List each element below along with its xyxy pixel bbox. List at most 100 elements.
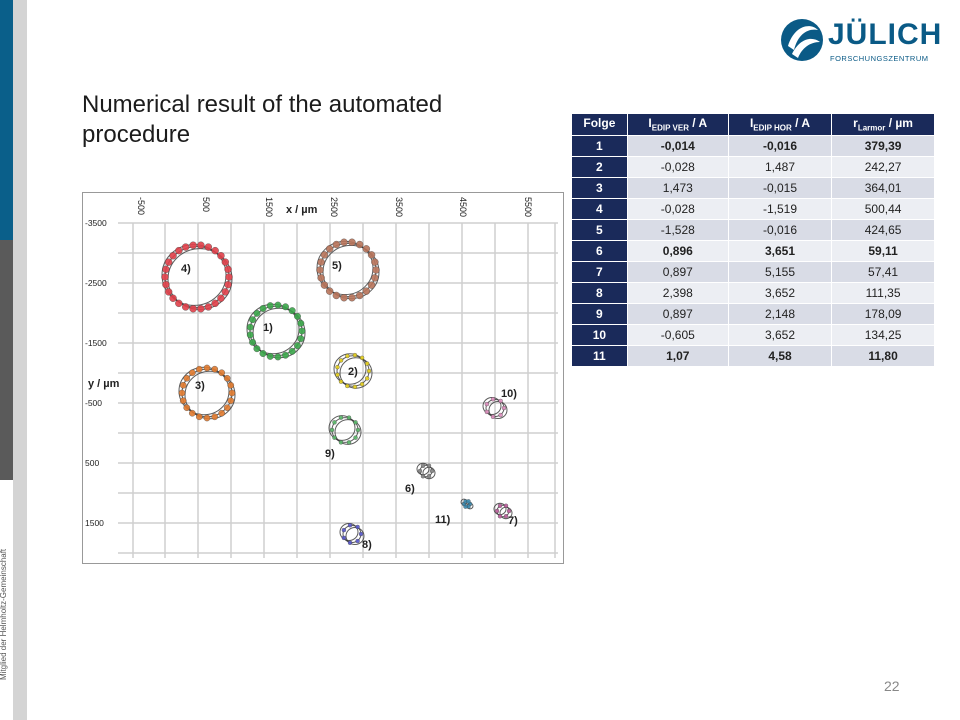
y-tick-label: 500 xyxy=(85,458,99,468)
x-tick-label: 500 xyxy=(201,197,211,212)
trajectory-point xyxy=(497,513,503,519)
x-tick-label: -500 xyxy=(136,197,146,215)
cluster-label: 8) xyxy=(362,539,372,551)
trajectory-point xyxy=(497,503,503,509)
value-cell: -0,016 xyxy=(727,219,833,241)
trajectory-point xyxy=(195,413,203,421)
header-subscript: Larmor xyxy=(857,123,886,133)
value-cell: 0,897 xyxy=(626,303,729,325)
value-cell: 2,148 xyxy=(727,303,833,325)
y-tick-label: 1500 xyxy=(85,518,104,528)
value-cell: -0,016 xyxy=(727,135,833,157)
trajectory-point xyxy=(348,238,356,246)
value-cell: 379,39 xyxy=(831,135,935,157)
trajectory-point xyxy=(362,245,371,253)
trajectory-point xyxy=(371,274,379,282)
y-tick-label: -3500 xyxy=(85,218,107,228)
trajectory-ring xyxy=(333,353,367,385)
trajectory-point xyxy=(347,540,353,545)
row-index-cell: 3 xyxy=(571,177,628,199)
trajectory-point xyxy=(341,535,347,541)
trajectory-point xyxy=(217,252,225,260)
cluster-label: 3) xyxy=(195,380,205,392)
trajectory-point xyxy=(188,369,196,377)
row-index-cell: 10 xyxy=(571,324,628,346)
left-side-bar xyxy=(0,0,27,720)
trajectory-point xyxy=(218,369,226,377)
trajectory-point xyxy=(253,345,261,353)
trajectory-point xyxy=(429,468,435,474)
trajectory-point xyxy=(325,287,334,295)
trajectory-point xyxy=(253,309,261,317)
helmholtz-note: Mitglied der Helmholtz-Gemeinschaft xyxy=(0,548,8,680)
header-main: Folge xyxy=(583,116,616,131)
cluster-label: 10) xyxy=(501,388,517,400)
trajectory-point xyxy=(353,435,358,440)
sidebar-blue-segment xyxy=(0,0,13,240)
trajectory-point xyxy=(162,265,170,274)
trajectory-point xyxy=(178,389,186,397)
trajectory-point xyxy=(332,420,337,425)
trajectory-point xyxy=(297,335,305,343)
trajectory-point xyxy=(355,291,364,300)
trajectory-point xyxy=(259,350,267,357)
trajectory-point xyxy=(224,265,232,274)
trajectory-point xyxy=(294,312,301,320)
trajectory-point xyxy=(353,420,358,425)
trajectory-point xyxy=(225,273,233,281)
value-cell: 4,58 xyxy=(727,345,833,367)
trajectory-point xyxy=(164,258,173,266)
trajectory-point xyxy=(266,352,274,360)
trajectory-point xyxy=(352,384,358,390)
cluster-label: 5) xyxy=(332,260,342,272)
trajectory-point xyxy=(297,319,305,327)
trajectory-point xyxy=(189,305,197,313)
trajectory-point xyxy=(181,303,190,311)
value-cell: -1,519 xyxy=(727,198,833,220)
trajectory-point xyxy=(466,499,471,504)
trajectory-point xyxy=(332,240,341,249)
trajectory-point xyxy=(338,379,344,384)
y-axis-label: y / µm xyxy=(88,378,120,390)
trajectory-ring xyxy=(328,415,356,441)
trajectory-point xyxy=(362,287,371,295)
y-tick-label: -2500 xyxy=(85,278,107,288)
trajectory-point xyxy=(249,338,257,346)
table-header-cell: IEDIP VER / A xyxy=(626,113,729,136)
value-cell: -0,605 xyxy=(626,324,729,346)
trajectory-point xyxy=(183,374,191,382)
value-cell: 364,01 xyxy=(831,177,935,199)
trajectory-point xyxy=(249,316,257,324)
table-header-cell: rLarmor / µm xyxy=(831,113,935,136)
trajectory-point xyxy=(294,342,301,350)
value-cell: 57,41 xyxy=(831,261,935,283)
value-cell: 2,398 xyxy=(626,282,729,304)
trajectory-point xyxy=(164,288,173,296)
trajectory-point xyxy=(181,243,190,251)
trajectory-point xyxy=(246,323,254,331)
row-index-cell: 8 xyxy=(571,282,628,304)
trajectory-point xyxy=(282,303,289,311)
trajectory-point xyxy=(417,468,423,474)
cluster-label: 2) xyxy=(348,366,358,378)
trajectory-point xyxy=(224,280,232,289)
row-index-cell: 4 xyxy=(571,198,628,220)
trajectory-point xyxy=(188,409,196,417)
trajectory-point xyxy=(426,463,432,469)
value-cell: -0,028 xyxy=(626,156,729,178)
trajectory-point xyxy=(175,246,183,255)
trajectory-ring xyxy=(345,526,365,546)
trajectory-point xyxy=(266,302,274,310)
value-cell: 3,651 xyxy=(727,240,833,262)
trajectory-point xyxy=(345,383,350,389)
trajectory-point xyxy=(355,538,360,544)
trajectory-point xyxy=(316,266,324,274)
row-index-cell: 7 xyxy=(571,261,628,283)
row-index-cell: 5 xyxy=(571,219,628,241)
